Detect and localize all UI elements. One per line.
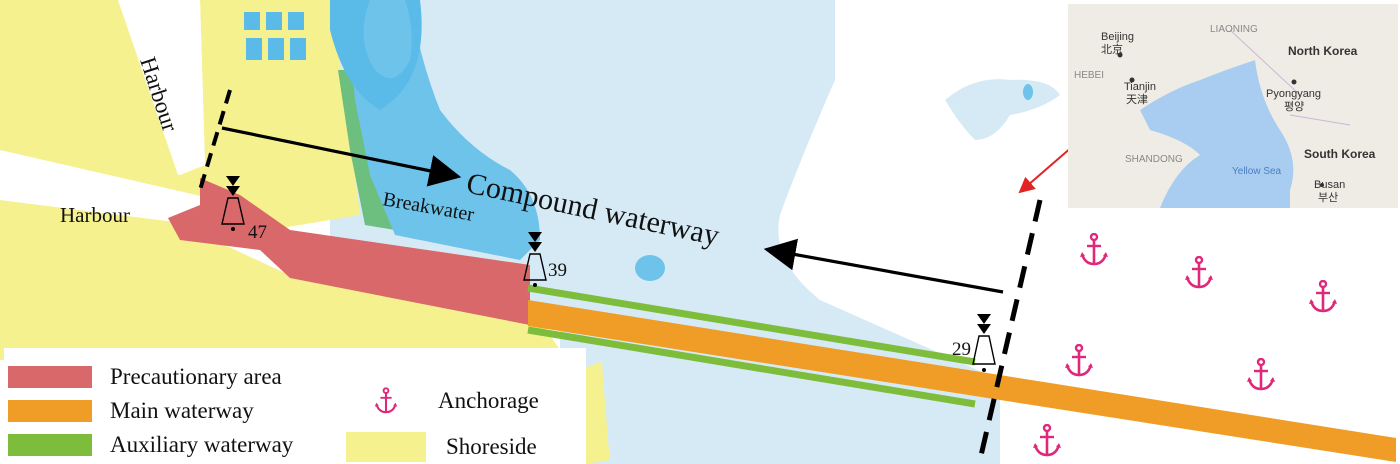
buoy-29	[972, 314, 996, 372]
legend-label-precautionary: Precautionary area	[110, 364, 282, 389]
water-south	[600, 340, 660, 464]
arrow-to-label-west	[221, 126, 462, 187]
legend-item-precautionary: Precautionary area	[8, 364, 282, 390]
open-water	[325, 0, 1000, 464]
legend-label-main-waterway: Main waterway	[110, 398, 254, 423]
main-waterway	[528, 300, 1396, 462]
shallow-water-inner	[330, 0, 422, 110]
buoy-47-number: 47	[248, 222, 267, 243]
buoy-39-number: 39	[548, 260, 567, 281]
legend-label-shoreside: Shoreside	[446, 434, 537, 459]
inset-sea-yellow-sea: Yellow Sea	[1232, 166, 1282, 177]
inset-city-pyongyang: Pyongyang	[1266, 88, 1321, 100]
jetty-south	[580, 360, 610, 464]
precautionary-area	[168, 178, 530, 325]
anchorage-icon	[1184, 256, 1214, 289]
shallow-water	[345, 0, 540, 260]
lagoon	[635, 255, 665, 281]
legend-swatch-precautionary	[8, 366, 92, 388]
offshore-island	[945, 79, 1060, 140]
legend-item-auxiliary-waterway: Auxiliary waterway	[8, 432, 293, 458]
inset-city-tianjin: Tianjin	[1124, 81, 1156, 93]
inset-city-busan: Busan	[1314, 179, 1345, 191]
map-legend: Precautionary area Main waterway Auxilia…	[4, 348, 586, 464]
auxiliary-waterway-south	[527, 326, 976, 408]
dashed-boundary-west	[198, 89, 232, 191]
legend-item-anchorage: Anchorage	[374, 386, 539, 416]
legend-swatch-shoreside	[346, 432, 426, 462]
dashed-boundary-east	[977, 199, 1043, 461]
legend-swatch-main-waterway	[8, 400, 92, 422]
inset-province-liaoning: LIAONING	[1210, 24, 1258, 35]
legend-label-auxiliary-waterway: Auxiliary waterway	[110, 432, 294, 457]
buoy-29-number: 29	[952, 339, 971, 360]
inset-province-shandong: SHANDONG	[1125, 154, 1183, 165]
anchorage-icon	[1064, 344, 1094, 377]
anchorage-icon	[1032, 424, 1062, 457]
inset-city-pyongyang-local: 평양	[1284, 100, 1304, 113]
harbour-label-west: Harbour	[60, 203, 130, 227]
anchorage-icon	[1308, 280, 1338, 313]
harbour-basin-north	[118, 0, 205, 175]
inset-province-hebei: HEBEI	[1074, 70, 1104, 81]
buoy-39	[523, 232, 547, 287]
anchorage-icon	[1246, 358, 1276, 391]
inset-country-north-korea: North Korea	[1288, 44, 1358, 58]
inset-country-south-korea: South Korea	[1304, 147, 1376, 161]
inset-map: Beijing 北京 HEBEI Tianjin 天津 LIAONING Nor…	[1068, 4, 1398, 208]
anchorage-icon	[1079, 233, 1109, 266]
inset-city-tianjin-local: 天津	[1126, 93, 1148, 106]
legend-label-anchorage: Anchorage	[438, 388, 539, 413]
inset-city-busan-local: 부산	[1318, 191, 1338, 204]
legend-swatch-auxiliary-waterway	[8, 434, 92, 456]
dock-blocks	[244, 12, 306, 60]
land-southwest	[0, 200, 560, 360]
auxiliary-waterway-north	[527, 284, 976, 366]
arrow-to-label-east	[763, 238, 1004, 294]
legend-item-main-waterway: Main waterway	[8, 398, 254, 424]
inset-city-beijing-local: 北京	[1101, 42, 1123, 56]
buoy-47	[221, 176, 245, 231]
inset-city-beijing: Beijing	[1101, 31, 1134, 43]
anchor-icon	[374, 387, 398, 414]
legend-item-shoreside: Shoreside	[346, 432, 537, 462]
lagoon-small	[1023, 84, 1033, 100]
